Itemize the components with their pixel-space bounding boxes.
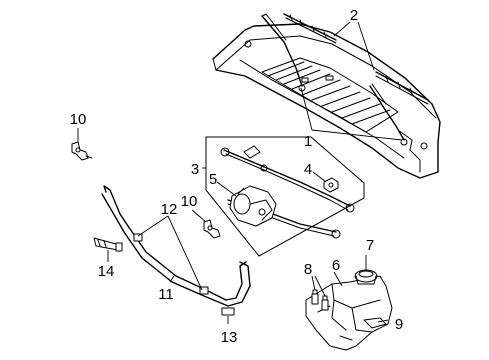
label-10-upper: 10 [70,111,87,128]
linkage-assembly [205,136,365,257]
label-6: 6 [332,257,340,274]
bracket-clip-upper [71,141,93,161]
hose-connector [221,307,235,316]
label-5: 5 [209,171,217,188]
label-1: 1 [304,133,312,150]
leader-lines [77,21,403,324]
label-7: 7 [366,237,374,254]
label-9: 9 [395,316,403,333]
label-13: 13 [221,329,238,346]
connector [93,237,123,252]
label-12: 12 [161,201,178,218]
label-2: 2 [350,7,358,24]
hose-clip-b [199,286,209,295]
hose-clip-a [133,233,143,242]
grommet [363,317,387,329]
nut [323,177,339,193]
wiper-motor [229,185,277,227]
washer-hose [101,185,251,307]
label-3: 3 [191,161,199,178]
label-11: 11 [158,286,174,303]
bracket-clip-center [203,219,221,239]
label-8: 8 [304,261,312,278]
wiper-arm-right [369,83,408,146]
washer-reservoir [305,275,393,351]
cowl-panel [212,23,441,179]
label-10-center: 10 [181,193,198,210]
label-14: 14 [98,263,115,280]
wiper-blade-right [375,71,429,105]
wiper-blade-top [283,13,337,44]
callout-labels: 1 2 3 4 5 6 7 8 9 10 10 11 12 13 14 [70,7,404,346]
washer-pump-a [311,289,319,305]
label-4: 4 [304,161,312,178]
